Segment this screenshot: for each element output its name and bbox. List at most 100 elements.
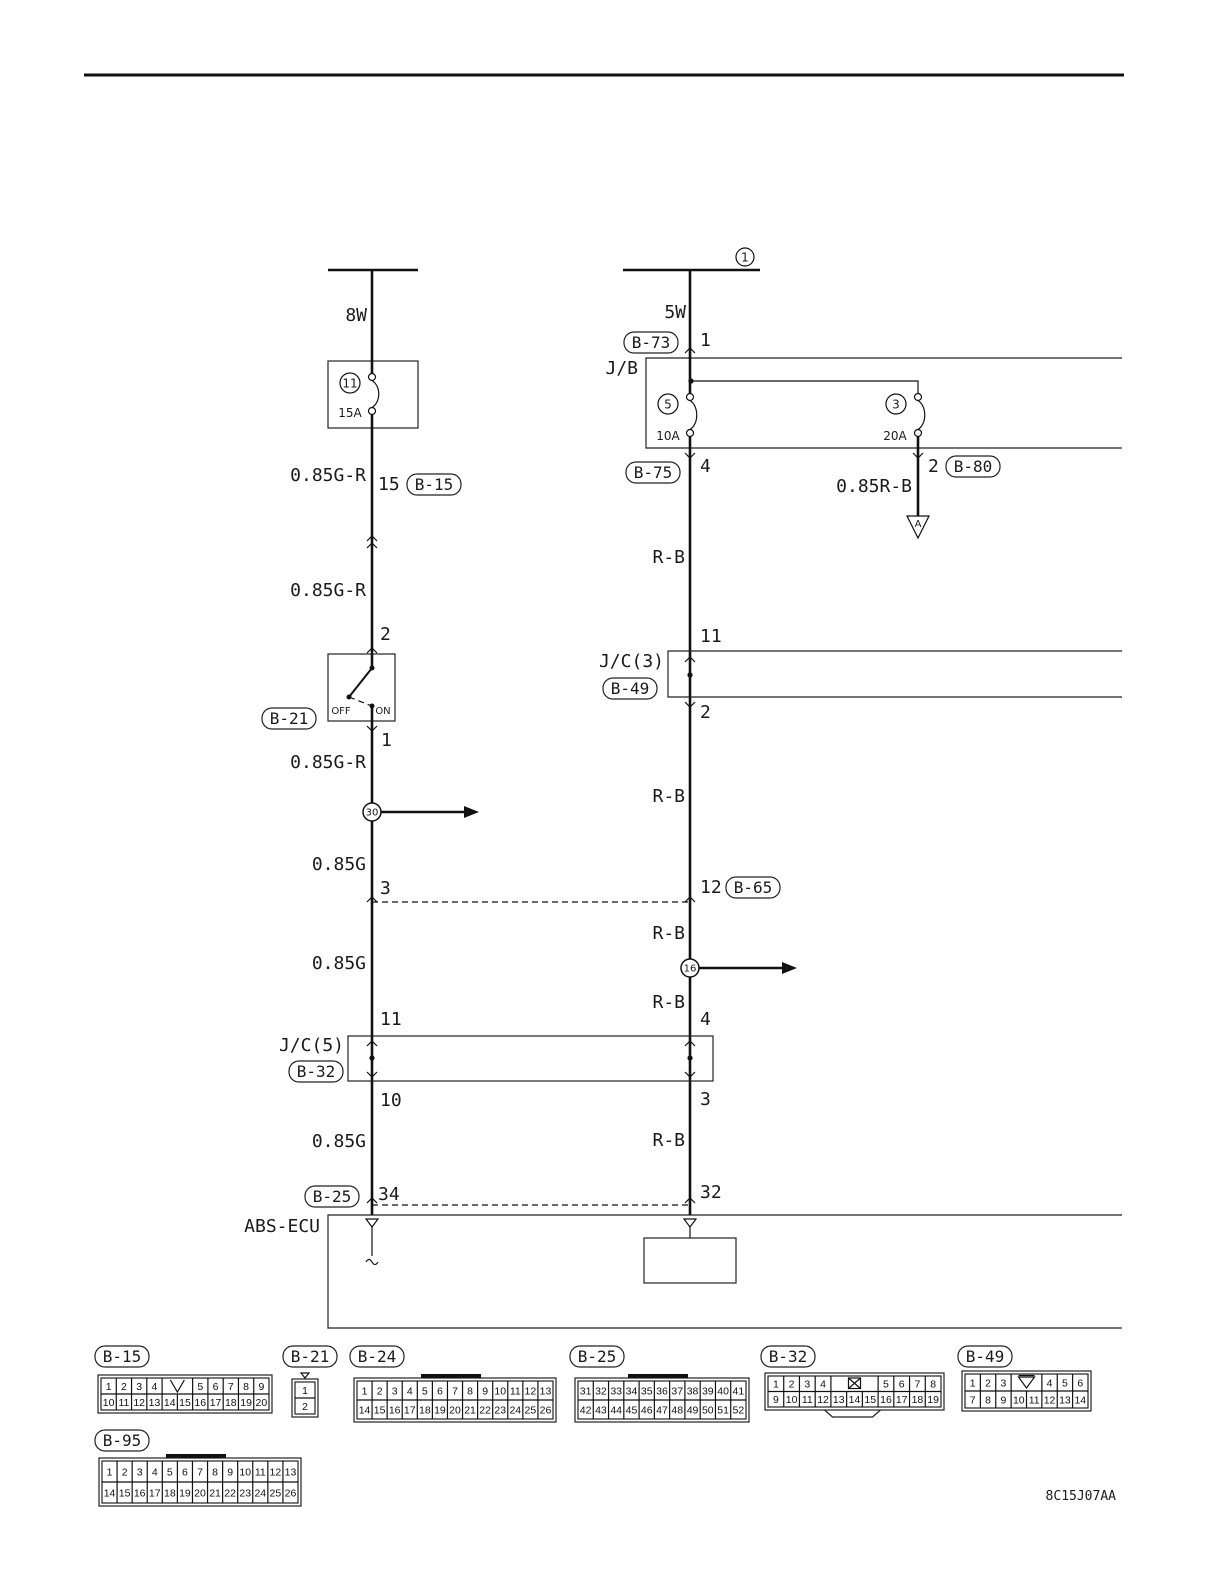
source-1-badge xyxy=(735,247,755,267)
pin-number: 11 xyxy=(118,1397,129,1409)
pin-number: 15 xyxy=(864,1394,876,1406)
right-pin-b: 12 xyxy=(700,877,722,898)
svg-text:B-25: B-25 xyxy=(578,1347,617,1366)
pin-number: 23 xyxy=(239,1487,251,1499)
left-wire-c-label: 0.85G-R xyxy=(290,752,366,773)
pin-number: 6 xyxy=(437,1385,443,1397)
pin-number: 3 xyxy=(804,1379,810,1391)
pin-number: 1 xyxy=(106,1381,112,1393)
pin-number: 21 xyxy=(464,1404,476,1416)
right-bus-wire-label: 5W xyxy=(664,302,686,323)
connector-b15-label: B-15 xyxy=(94,1345,150,1368)
left-wire-f-label: 0.85G xyxy=(312,1131,366,1152)
left-circuit: 8W 11 15A 0.85G-R 15 B-15 0.85G-R 2 OFF … xyxy=(244,268,479,1237)
pin-number: 45 xyxy=(626,1404,638,1416)
pin-number: 1 xyxy=(107,1466,113,1478)
pin-number: 26 xyxy=(540,1404,552,1416)
chevron-down-icon xyxy=(684,701,696,708)
branch-pin: 2 xyxy=(928,456,939,477)
lock-tab-icon xyxy=(166,1454,226,1458)
svg-text:B-49: B-49 xyxy=(966,1347,1005,1366)
svg-text:B-32: B-32 xyxy=(297,1062,336,1081)
left-switch-pin-in: 2 xyxy=(380,624,391,645)
junction-16-label: 16 xyxy=(684,964,697,975)
key-cross-icon xyxy=(847,1377,862,1390)
connector-b25-label: B-25 xyxy=(569,1345,625,1368)
chevron-up-icon xyxy=(366,1197,378,1204)
pin-number: 9 xyxy=(1001,1394,1007,1406)
jc3-pin-in: 11 xyxy=(700,626,722,647)
right-wire-e-label: R-B xyxy=(652,1130,685,1151)
jc5-name: J/C(5) xyxy=(279,1035,344,1056)
connector-ref-b75: B-75 xyxy=(625,461,681,484)
chevron-up-icon xyxy=(684,656,696,663)
pin-number: 2 xyxy=(789,1379,795,1391)
jb-branch-line xyxy=(691,380,919,394)
left-fuse-element xyxy=(371,379,380,409)
chevron-down-icon xyxy=(366,1071,378,1078)
junction-block-outline xyxy=(645,357,1122,449)
fuse-5-element xyxy=(689,399,698,431)
pin-number: 14 xyxy=(1074,1394,1086,1406)
pin-number: 2 xyxy=(122,1466,128,1478)
pin-number: 18 xyxy=(912,1394,924,1406)
pin-number: 16 xyxy=(134,1487,146,1499)
pin-number: 13 xyxy=(540,1385,552,1397)
connector-b49-label: B-49 xyxy=(957,1345,1013,1368)
left-jc-pin-in: 11 xyxy=(380,1009,402,1030)
fuse-3-terminal-bottom xyxy=(913,428,923,438)
left-switch-pin-out: 1 xyxy=(381,730,392,751)
chevron-down-icon xyxy=(366,725,378,732)
ecu-left-terminal-icon xyxy=(364,1218,380,1228)
pin-number: 18 xyxy=(419,1404,431,1416)
fuse-5-rating: 10A xyxy=(656,429,680,443)
pin-number: 13 xyxy=(149,1397,161,1409)
pin-number: 10 xyxy=(103,1397,115,1409)
switch-off-label: OFF xyxy=(331,706,351,717)
pin-number: 44 xyxy=(610,1404,622,1416)
key-triangle-icon xyxy=(299,1372,311,1379)
pin-number: 48 xyxy=(671,1404,683,1416)
pin-number: 35 xyxy=(641,1385,653,1397)
left-bus-wire-label: 8W xyxy=(345,305,367,326)
pin-number: 5 xyxy=(167,1466,173,1478)
svg-text:B-25: B-25 xyxy=(313,1187,352,1206)
fuse-5-terminal-top xyxy=(685,392,695,402)
right-wire-d-label: R-B xyxy=(652,992,685,1013)
key-triangle-icon xyxy=(1017,1374,1036,1390)
pin-number: 8 xyxy=(930,1379,936,1391)
pin-number: 5 xyxy=(422,1385,428,1397)
right-ecu-pin: 32 xyxy=(700,1182,722,1203)
pin-number: 6 xyxy=(213,1381,219,1393)
pin-number: 9 xyxy=(227,1466,233,1478)
pin-number: 3 xyxy=(137,1466,143,1478)
connector-ref-b15: B-15 xyxy=(406,473,462,496)
pin-number: 1 xyxy=(302,1385,308,1397)
pin-number: 2 xyxy=(377,1385,383,1397)
pin-number: 8 xyxy=(985,1394,991,1406)
chevron-down-icon xyxy=(684,452,696,459)
diagram-code: 8C15J07AA xyxy=(1046,1489,1117,1504)
pin-number: 23 xyxy=(494,1404,506,1416)
pin-number: 1 xyxy=(773,1379,779,1391)
fuse-3-rating: 20A xyxy=(883,429,907,443)
fuse-3-element xyxy=(917,399,926,431)
pin-number: 3 xyxy=(136,1381,142,1393)
junction-block-name: J/B xyxy=(605,358,638,379)
ecu-internal-block xyxy=(643,1237,737,1284)
fuse-5-number: 5 xyxy=(664,398,672,412)
pin-number: 19 xyxy=(434,1404,446,1416)
connector-ref-b80: B-80 xyxy=(945,455,1001,478)
left-fuse-terminal-bottom xyxy=(367,406,377,416)
pin-number: 46 xyxy=(641,1404,653,1416)
pin-number: 2 xyxy=(121,1381,127,1393)
fuse-3-terminal-top xyxy=(913,392,923,402)
off-page-connector-a-icon xyxy=(906,515,930,540)
junction-30-label: 30 xyxy=(366,808,379,819)
fuse-3-number-badge xyxy=(885,393,907,415)
